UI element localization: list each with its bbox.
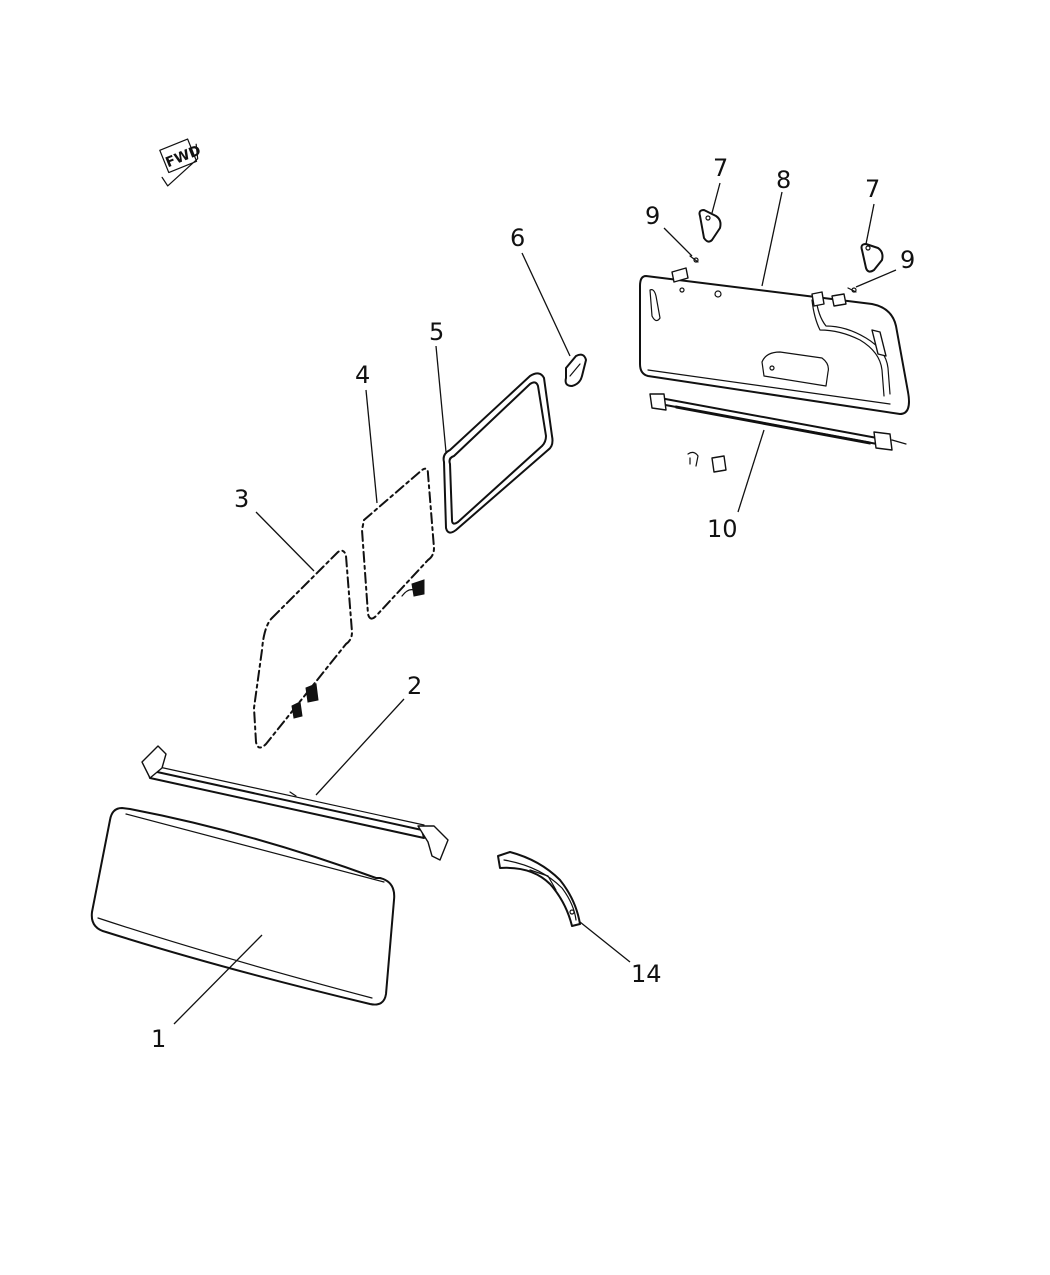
callout-1: 1 xyxy=(151,1025,166,1053)
leader-7b xyxy=(865,203,875,245)
part-7-right-bumper xyxy=(860,243,884,273)
leader-2 xyxy=(315,698,405,796)
leader-14 xyxy=(579,921,631,963)
callout-9b: 9 xyxy=(900,246,915,274)
part-9-left-screw xyxy=(689,255,699,263)
leader-lines xyxy=(173,182,897,1025)
part-1-glass xyxy=(90,807,396,1006)
callout-7b: 7 xyxy=(865,175,880,203)
leader-9a xyxy=(663,227,693,257)
callout-labels: 1 2 3 4 5 6 7 7 8 9 9 10 14 xyxy=(151,154,915,1053)
part-10-rod xyxy=(649,393,907,473)
part-5-window-seal xyxy=(442,372,554,534)
callout-5: 5 xyxy=(429,318,444,346)
part-4-side-glass xyxy=(361,467,435,620)
part-7-left-bumper xyxy=(698,209,722,243)
leader-3 xyxy=(255,511,315,572)
part-6-grommet xyxy=(564,353,587,387)
leader-6 xyxy=(521,252,571,357)
callout-8: 8 xyxy=(776,166,791,194)
callout-3: 3 xyxy=(234,485,249,513)
leader-5 xyxy=(435,345,447,453)
callout-7a: 7 xyxy=(713,154,728,182)
callout-10: 10 xyxy=(707,515,738,543)
callout-4: 4 xyxy=(355,361,370,389)
leader-9b xyxy=(855,269,897,288)
part-3-side-glass xyxy=(253,549,353,749)
leader-1 xyxy=(173,934,263,1025)
leader-7a xyxy=(711,182,721,214)
callout-14: 14 xyxy=(631,960,662,988)
callout-2: 2 xyxy=(407,672,422,700)
fwd-arrow-icon: FWD xyxy=(159,138,203,187)
part-9-right-screw xyxy=(847,287,857,293)
callout-6: 6 xyxy=(510,224,525,252)
leader-8 xyxy=(761,191,783,287)
callout-9a: 9 xyxy=(645,202,660,230)
part-14-bracket xyxy=(497,851,581,927)
leader-4 xyxy=(365,389,378,504)
leader-10 xyxy=(737,429,765,513)
part-8-trim-panel xyxy=(639,267,910,415)
part-2-rail xyxy=(141,745,449,861)
